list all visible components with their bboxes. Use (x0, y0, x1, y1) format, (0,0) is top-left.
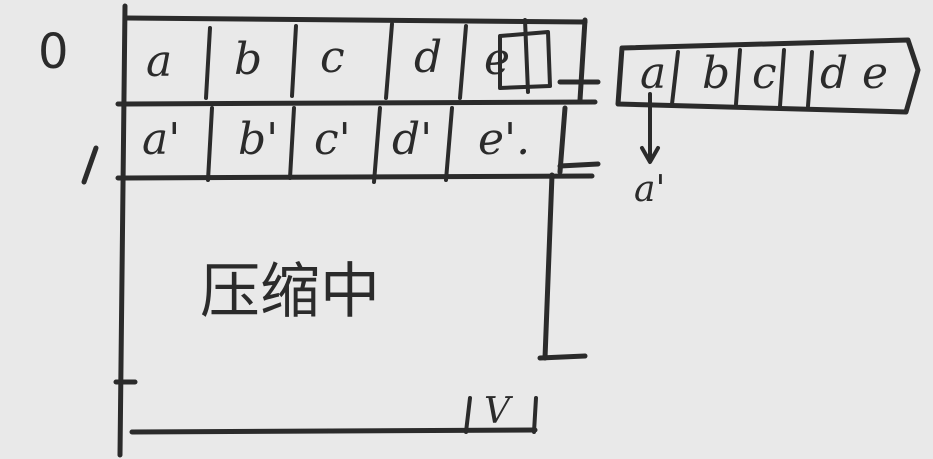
side-array-cell-d: d (820, 48, 849, 99)
row0-cell-b: b (234, 34, 263, 85)
row-index-stroke (81, 145, 99, 185)
row1-divider (288, 106, 296, 180)
row-index-0: 0 (38, 24, 69, 80)
row1-divider (372, 106, 382, 184)
bottom-cell-divider (464, 396, 472, 434)
right-tick (537, 353, 588, 361)
row0-cell-e: e (484, 34, 511, 85)
compressing-label: 压缩中 (200, 257, 380, 327)
row1-cell-a: a' (142, 114, 181, 165)
row0-cell-a: a (146, 36, 173, 87)
bottom-cell-right (532, 396, 538, 434)
row0-cell-c: c (320, 32, 345, 83)
table-bottom-border (129, 427, 538, 435)
side-array-divider (806, 50, 814, 108)
side-array-border (615, 37, 921, 115)
table-right-border-upper (577, 17, 588, 103)
row1-divider (206, 106, 214, 182)
table-top-border (122, 15, 588, 25)
row1-divider (444, 106, 454, 182)
side-array-cell-c: c (752, 48, 777, 99)
row1-cell-d: d' (392, 114, 433, 165)
table-left-border (117, 3, 128, 458)
table-right-border-lower (542, 172, 555, 361)
row0-divider (204, 26, 212, 100)
side-array-divider (734, 48, 742, 106)
side-pointer-label: a' (634, 169, 666, 210)
side-array-cell-b: b (702, 48, 731, 99)
row1-tick (557, 161, 601, 169)
row-separator (115, 99, 598, 107)
row1-cell-b: b' (238, 114, 279, 165)
side-array-divider (778, 48, 786, 108)
row1-bottom-border (115, 173, 595, 181)
row1-cell-e: e'. (478, 114, 531, 165)
side-array-divider (670, 50, 680, 106)
row0-divider (458, 24, 468, 100)
row1-cell-c: c' (314, 114, 351, 165)
row0-cell-d: d (414, 32, 443, 83)
side-array-cell-a: a (640, 48, 667, 99)
row0-divider (384, 22, 394, 100)
table-right-border-row1 (557, 105, 568, 175)
arrow-head (640, 146, 660, 164)
bottom-cell-label: V (484, 391, 510, 432)
e-highlight-box (498, 30, 552, 90)
side-array-cell-e: e (862, 48, 889, 99)
e-highlight-stroke (523, 18, 530, 94)
row0-divider (290, 24, 298, 98)
